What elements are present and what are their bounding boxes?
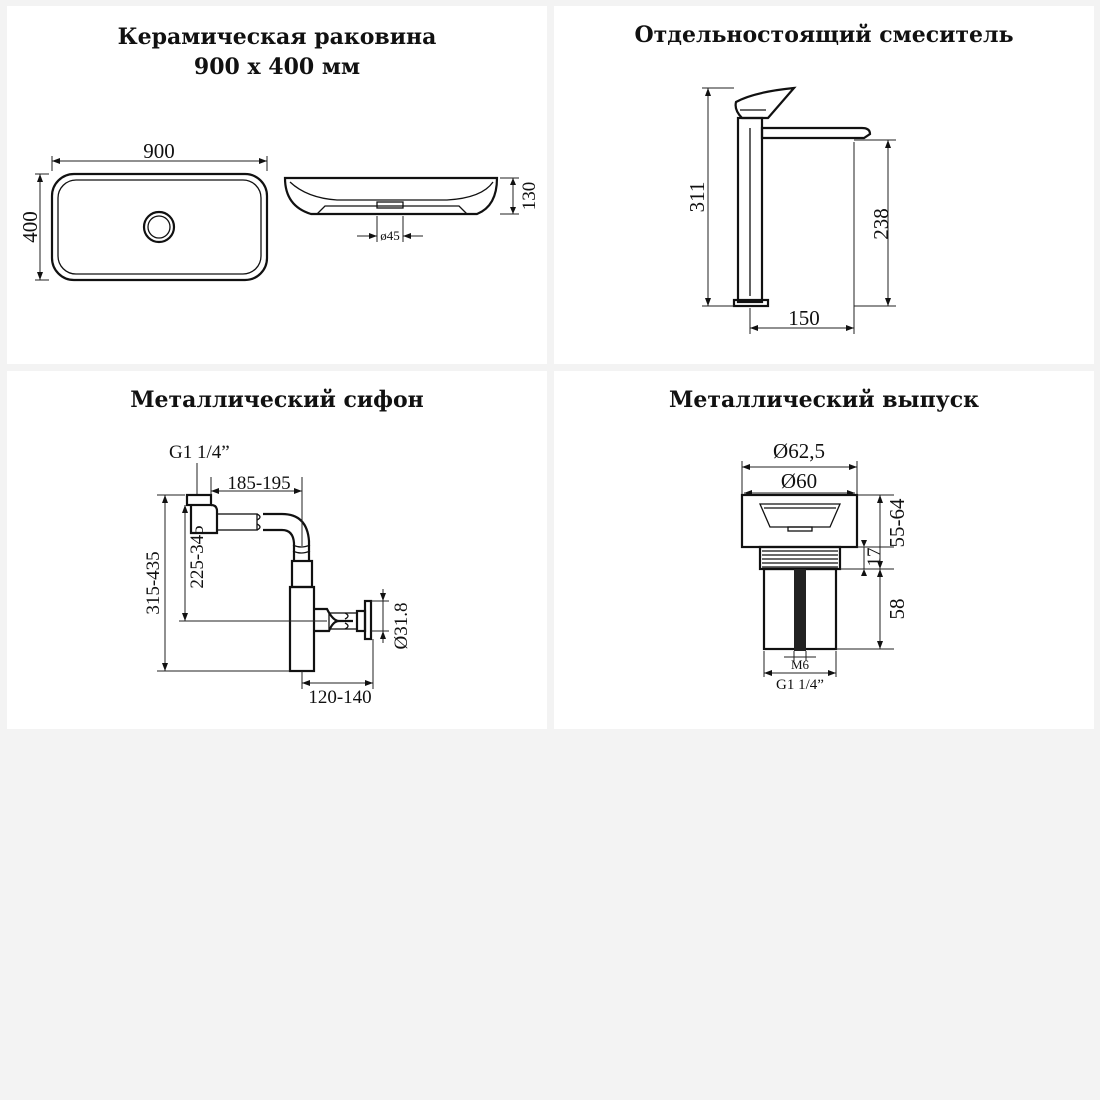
drain-panel: Металлический выпуск Ø62,5 Ø60 M6 bbox=[554, 371, 1094, 729]
sink-drawing: 900 400 130 ø45 bbox=[18, 139, 540, 282]
drain-flange-label: 55-64 bbox=[885, 498, 909, 547]
siphon-bottle bbox=[288, 585, 316, 673]
siphon-inner-height-label: 225-345 bbox=[187, 525, 208, 588]
faucet-spout bbox=[760, 126, 872, 140]
sink-title: Керамическая раковина bbox=[117, 24, 437, 50]
drain-inner-label: Ø60 bbox=[781, 469, 817, 493]
drain-bolt-label: M6 bbox=[791, 657, 810, 672]
siphon-outlet-flange bbox=[363, 599, 373, 641]
spout-height-label: 238 bbox=[869, 208, 893, 240]
drain-title: Металлический выпуск bbox=[668, 387, 980, 413]
faucet-base bbox=[732, 298, 770, 308]
siphon-horizontal-label: 185-195 bbox=[227, 473, 290, 494]
height-label: 130 bbox=[519, 182, 540, 211]
siphon-elbow bbox=[263, 512, 311, 561]
drain-hole-inner bbox=[147, 215, 171, 239]
drain-cap-label: 17 bbox=[864, 548, 885, 567]
siphon-drawing: G1 1/4” Ø31.8 185-195 bbox=[143, 442, 412, 708]
drain-label: ø45 bbox=[380, 228, 400, 243]
drain-outer-label: Ø62,5 bbox=[773, 439, 825, 463]
siphon-outlet-offset-label: 120-140 bbox=[308, 687, 371, 708]
siphon-inlet bbox=[185, 493, 213, 507]
drain-drawing: Ø62,5 Ø60 M6 G1 1/4” bbox=[740, 439, 909, 693]
siphon-total-height-label: 315-435 bbox=[143, 551, 164, 614]
drain-thread-label: G1 1/4” bbox=[776, 677, 824, 693]
siphon-panel: Металлический сифон G1 1/4” Ø31.8 bbox=[7, 371, 547, 729]
faucet-handle bbox=[734, 86, 797, 120]
siphon-outlet-label: Ø31.8 bbox=[391, 603, 412, 650]
width-label: 900 bbox=[143, 139, 175, 163]
depth-label: 400 bbox=[18, 211, 42, 243]
sink-top-outline bbox=[50, 172, 269, 282]
total-height-label: 311 bbox=[685, 182, 709, 213]
drain-cap bbox=[740, 493, 859, 549]
faucet-drawing: 311 238 150 bbox=[685, 86, 896, 334]
sink-panel: Керамическая раковина 900 x 400 мм 900 4… bbox=[7, 6, 547, 364]
sink-side-outline bbox=[283, 176, 499, 216]
faucet-title: Отдельностоящий смеситель bbox=[634, 22, 1014, 48]
drain-bolt bbox=[794, 569, 806, 651]
faucet-panel: Отдельностоящий смеситель 311 238 150 bbox=[554, 6, 1094, 364]
siphon-thread-label: G1 1/4” bbox=[169, 442, 230, 463]
sink-top-inner bbox=[57, 179, 262, 275]
reach-label: 150 bbox=[788, 306, 820, 330]
sink-subtitle: 900 x 400 мм bbox=[193, 54, 361, 80]
faucet-body bbox=[736, 116, 764, 304]
drain-body-label: 58 bbox=[885, 599, 909, 620]
drain-hole bbox=[142, 210, 176, 244]
drain-thread bbox=[758, 545, 842, 571]
siphon-title: Металлический сифон bbox=[130, 387, 424, 413]
